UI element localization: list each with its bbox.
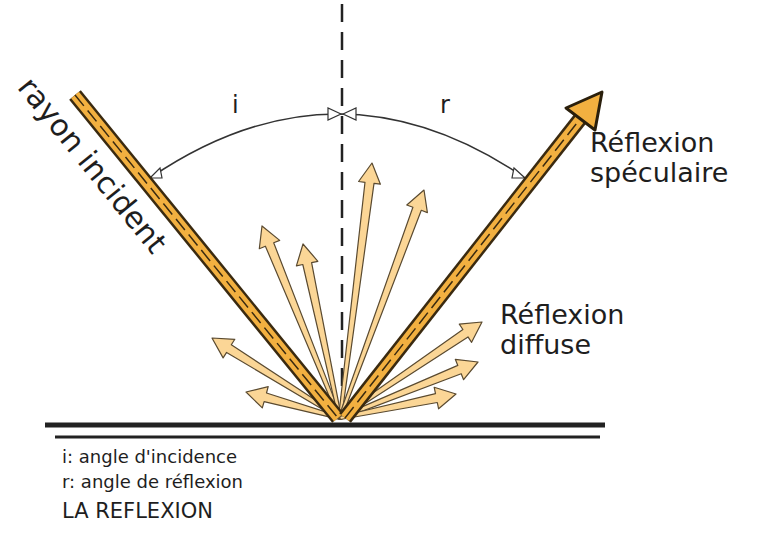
specular-ray [345, 114, 584, 418]
legend-note: r: angle de réflexion [62, 472, 243, 492]
specular-ray [345, 114, 584, 418]
angle-arc [150, 114, 525, 178]
diffuse-label: Réflexion diffuse [500, 300, 660, 359]
specular-arrowhead [566, 92, 602, 130]
arc-arrowhead [150, 168, 162, 178]
legend-note: i: angle d'incidence [62, 447, 237, 467]
specular-ray [345, 114, 584, 418]
specular-label: Réflexion spéculaire [590, 128, 750, 187]
angle-symbol: r [440, 92, 450, 118]
caption: LA REFLEXION [62, 500, 213, 523]
angle-symbol: i [232, 92, 239, 118]
ray-label: rayon incident [13, 72, 172, 259]
diffuse-arrow [259, 226, 341, 419]
surface-line [55, 436, 600, 439]
arc-arrowhead [328, 108, 341, 120]
incident-ray [75, 95, 338, 418]
normal-line [341, 4, 344, 418]
incident-ray [75, 95, 338, 418]
arc-arrowhead [343, 108, 356, 120]
arc-arrowhead [512, 168, 525, 178]
incident-ray [75, 95, 338, 418]
surface-line [45, 423, 605, 428]
